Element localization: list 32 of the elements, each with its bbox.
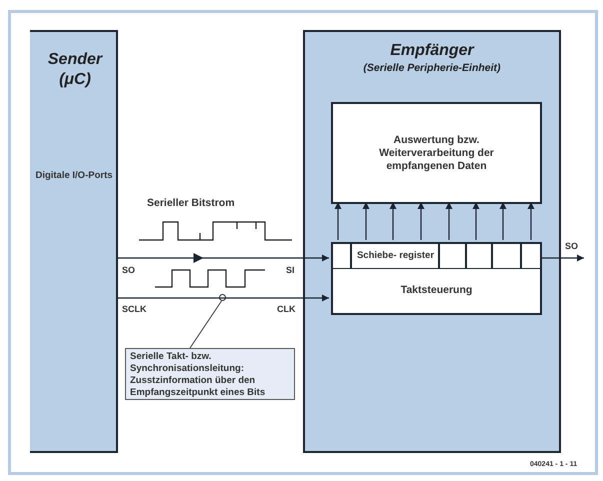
port-label: Digitale I/O-Ports [34, 170, 114, 181]
arrow [540, 254, 584, 262]
arrow [446, 202, 452, 240]
panel-title: Sender (μC) [46, 50, 104, 90]
arrow [118, 253, 329, 263]
shift-register-box [331, 242, 542, 270]
arrow [528, 202, 534, 240]
arrow [472, 202, 480, 240]
box-text: Auswertung bzw. Weiterverarbeitung der empfangenen Daten [378, 134, 495, 172]
callout-text: Serielle Takt- bzw. Synchronisationsleitung: Zusstzinformation über den Empfangszeitpunkt eines Bits [130, 351, 266, 399]
pin-label: SO [122, 264, 136, 277]
leader-line [190, 300, 222, 348]
box-text: Taktsteuerung [400, 283, 472, 298]
signal-label: Serieller Bitstrom [147, 196, 235, 211]
box-text: Schiebe- register [356, 249, 436, 263]
arrow [500, 202, 506, 240]
pin-label: SCLK [122, 303, 146, 316]
receiver-panel [303, 30, 561, 453]
process-box [331, 269, 542, 315]
arrow [390, 202, 396, 240]
arrow [334, 202, 342, 240]
panel-subtitle: (Serielle Peripherie-Einheit) [362, 62, 502, 75]
pin-label: SO [565, 241, 580, 251]
panel-title: Empfänger [389, 42, 476, 60]
arrow [418, 202, 424, 240]
sender-panel [30, 30, 118, 453]
pin-label: SI [286, 264, 295, 277]
process-box [331, 102, 542, 204]
arrow [118, 294, 329, 302]
pin-label: CLK [277, 303, 296, 316]
callout-box [125, 348, 295, 400]
arrow [362, 202, 370, 240]
